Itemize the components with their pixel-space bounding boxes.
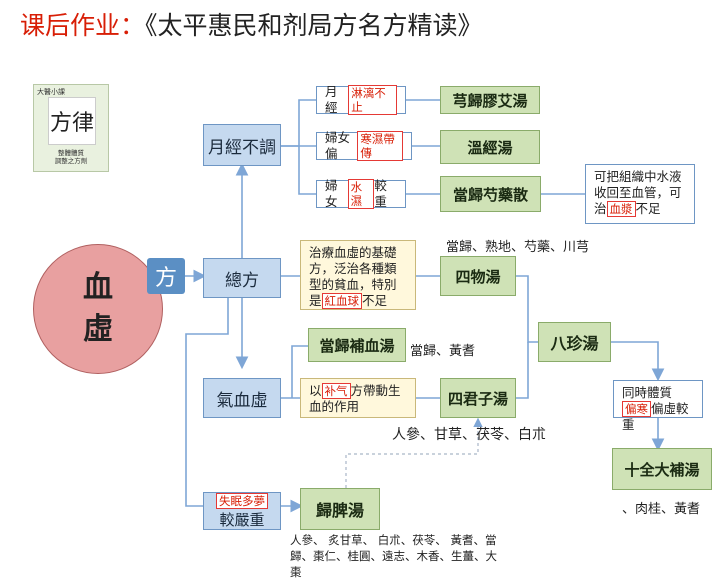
note3-tag: 水濕 (347, 179, 375, 209)
note-yuejing-3: 婦女水濕較重 (316, 178, 406, 209)
siwu-note-pre: 治療血虛的基礎方，泛治各種類型的貧血，特別是 (309, 245, 397, 308)
note3-post: 較重 (374, 178, 387, 209)
formula-guipi: 歸脾湯 (300, 488, 380, 530)
note2-text: 婦女偏 (325, 130, 351, 161)
note-sijunzi: 以补气方帶動生血的作用 (300, 378, 416, 418)
formula-danggui-buxue: 當歸補血湯 (308, 328, 406, 362)
formula-shiquan: 十全大補湯 (612, 448, 712, 490)
sijun-note-tag: 补气 (321, 383, 351, 399)
siwu-note-post: 不足 (362, 293, 388, 308)
node-jiaoyan: 失眠多夢 較嚴重 (203, 492, 281, 530)
book-top-label: 大醫小課 (37, 88, 65, 96)
herbs-shiquan: 、肉桂、黃耆 (622, 502, 701, 517)
book-subtitle: 整體體質 調整之方劑 (34, 149, 108, 165)
title-main: 《太平惠民和剂局方名方精读》 (145, 11, 483, 40)
note3-pre: 婦女 (325, 178, 338, 209)
fang-label: 方 (147, 258, 185, 294)
blood-deficiency-circle: 血 虛 (33, 244, 163, 374)
circle-char-2: 虛 (83, 312, 113, 347)
page-title: 课后作业：《太平惠民和剂局方名方精读》 (20, 6, 483, 42)
note-bazhen: 同時體質偏寒偏虛較重 (613, 380, 703, 432)
book-cover-image: 大醫小課 方律 整體體質 調整之方劑 (33, 84, 109, 172)
siwu-note-tag: 紅血球 (321, 293, 363, 309)
book-calligraphy: 方律 (48, 97, 96, 145)
dg-note-post: 不足 (635, 201, 661, 216)
herbs-siwu: 當歸、熟地、芍藥、川芎 (446, 240, 590, 255)
dg-note-pre: 可把組織中水液收回至血管，可治 (594, 169, 682, 216)
book-subtitle-line2: 調整之方劑 (54, 157, 88, 165)
herbs-buxue: 當歸、黃耆 (410, 344, 476, 359)
note2-tag: 寒濕帶傳 (357, 131, 403, 161)
note-siwu: 治療血虛的基礎方，泛治各種類型的貧血，特別是紅血球不足 (300, 240, 416, 310)
formula-siwu: 四物湯 (440, 256, 516, 296)
formula-wenjing: 溫經湯 (440, 130, 540, 164)
bazhen-note-post: 偏虛較重 (622, 401, 689, 432)
book-subtitle-line1: 整體體質 (58, 149, 84, 157)
formula-bazhen: 八珍湯 (538, 322, 611, 362)
note1-tag: 淋漓不止 (348, 85, 397, 115)
bazhen-note-tag: 偏寒 (622, 401, 651, 417)
formula-jiaoai: 芎歸膠艾湯 (440, 86, 540, 114)
note1-text: 月經 (325, 84, 338, 115)
herbs-guipi: 人參、 炙甘草、 白朮、茯苓、 黃耆、當歸、棗仁、桂圓、遠志、木香、生薑、大棗 (290, 533, 497, 579)
jiaoyan-label: 較嚴重 (219, 510, 265, 529)
note-yuejing-1: 月經淋漓不止 (316, 84, 406, 115)
title-prefix: 课后作业： (20, 11, 146, 40)
circle-char-1: 血 (83, 270, 113, 305)
formula-sijunzi: 四君子湯 (440, 378, 516, 418)
node-yuejing: 月經不調 (203, 124, 281, 166)
note-danggui-shaoyao: 可把組織中水液收回至血管，可治血漿不足 (585, 164, 695, 224)
formula-danggui-shaoyao: 當歸芍藥散 (440, 176, 541, 212)
sijun-note-post: 方帶動生血的作用 (309, 383, 401, 414)
bazhen-note-pre: 同時體質 (622, 385, 673, 400)
herbs-sijun: 人參、甘草、茯苓、白朮 (392, 427, 546, 443)
sijun-note-pre: 以 (309, 383, 322, 398)
node-qixuexu: 氣血虛 (203, 378, 281, 418)
jiaoyan-tag: 失眠多夢 (216, 492, 268, 509)
note-yuejing-2: 婦女偏寒濕帶傳 (316, 130, 412, 161)
dg-note-tag: 血漿 (606, 201, 636, 217)
node-zongfang: 總方 (203, 258, 281, 298)
